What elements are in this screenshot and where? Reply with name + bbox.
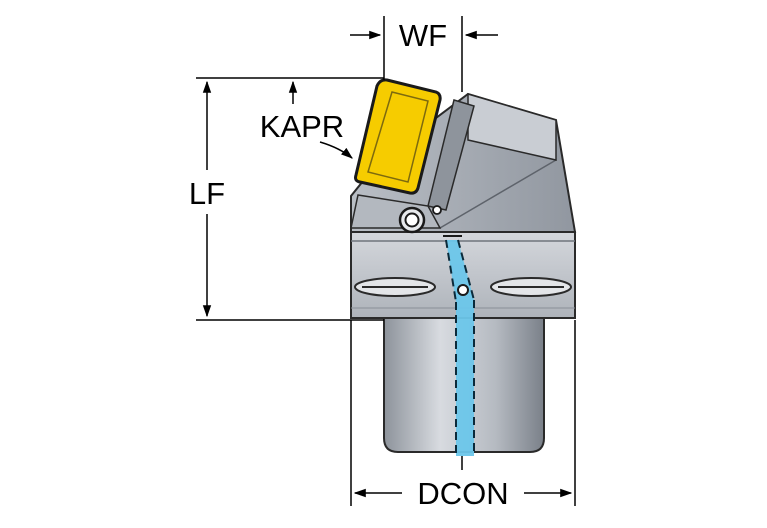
right-slot: [490, 277, 572, 297]
left-slot: [354, 277, 436, 297]
lf-label: LF: [189, 176, 225, 211]
dcon-dimension: DCON: [350, 320, 576, 511]
clamp-screw: [398, 205, 442, 234]
head: [350, 92, 577, 233]
dcon-label: DCON: [417, 476, 508, 511]
lf-dimension: LF: [189, 77, 384, 321]
cutting-insert: [354, 78, 442, 195]
wf-label: WF: [399, 18, 447, 53]
wf-dimension: WF: [350, 16, 498, 80]
kapr-label: KAPR: [260, 109, 344, 144]
kapr-callout: KAPR: [260, 80, 353, 159]
coolant-channel: [443, 235, 475, 456]
